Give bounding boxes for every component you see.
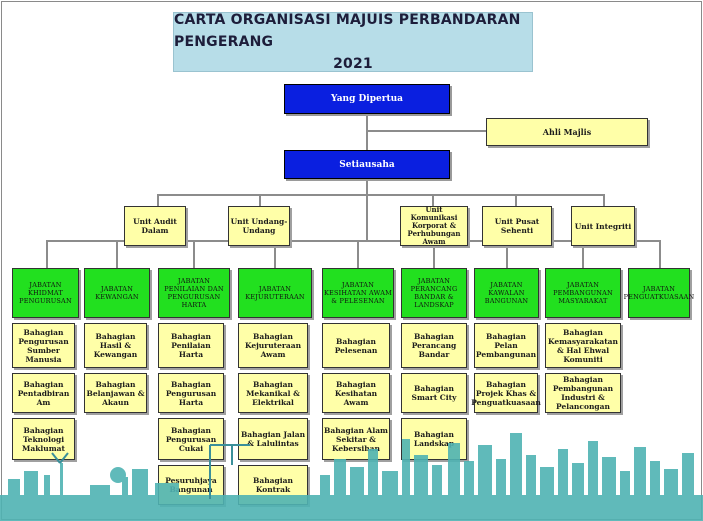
bahagian-label: Bahagian Penilaian Harta: [171, 332, 211, 359]
connector-line: [157, 194, 159, 206]
bahagian-box: Bahagian Kesihatan Awam: [322, 373, 390, 413]
jabatan-box: JABATAN KEJURUTERAAN: [238, 268, 312, 318]
connector-line: [46, 240, 661, 242]
connector-line: [515, 194, 517, 206]
connector-line: [274, 240, 276, 268]
bahagian-box: Bahagian Perancang Bandar: [401, 323, 467, 368]
bahagian-label: Bahagian Pelan Pembangunan: [475, 332, 537, 359]
bahagian-box: Bahagian Pentadbiran Am: [12, 373, 75, 413]
bahagian-box: Bahagian Projek Khas & Penguatkuasaan: [471, 373, 541, 413]
bahagian-label: Bahagian Kemasyarakatan & Hal Ehwal Komu…: [547, 327, 618, 364]
bahagian-label: Bahagian Alam Sekitar & Kebersihan: [324, 425, 388, 453]
jabatan-label: JABATAN PENGUATKUASAAN: [623, 285, 695, 301]
bahagian-box: Bahagian Teknologi Maklumat: [12, 418, 75, 460]
bahagian-box: Bahagian Pengurusan Cukai: [158, 418, 224, 460]
connector-line: [357, 240, 359, 268]
chart-title: CARTA ORGANISASI MAJUIS PERBANDARAN PENG…: [173, 12, 533, 72]
connector-line: [116, 240, 118, 268]
bahagian-label: Bahagian Teknologi Maklumat: [22, 425, 65, 453]
jabatan-box: JABATAN PENGUATKUASAAN: [624, 268, 694, 318]
connector-line: [582, 240, 584, 268]
jabatan-label: JABATAN KEJURUTERAAN: [245, 285, 305, 301]
bahagian-box: Bahagian Belanjawan & Akaun: [84, 373, 147, 413]
unit-label: Unit Undang-Undang: [230, 217, 288, 235]
jabatan-box: JABATAN PERANCANG BANDAR & LANDSKAP: [401, 268, 467, 318]
bahagian-label: Bahagian Jalan & Lalulintas: [240, 430, 306, 448]
title-line-2: 2021: [333, 56, 373, 72]
bahagian-label: Bahagian Pembangunan Industri & Pelancon…: [552, 375, 614, 411]
yang-dipertua-label: Yang Dipertua: [330, 94, 404, 104]
connector-line: [659, 240, 661, 268]
bahagian-box: Bahagian Smart City: [401, 373, 467, 413]
bahagian-box: Bahagian Pengurusan Harta: [158, 373, 224, 413]
jabatan-label: JABATAN KHIDMAT PENGURUSAN: [19, 281, 72, 305]
unit-box: Unit Audit Dalam: [124, 206, 186, 246]
bahagian-box: Bahagian Pengurusan Sumber Manusia: [12, 323, 75, 368]
bahagian-label: Pesuruhjaya Bangunan: [165, 476, 217, 494]
bahagian-label: Bahagian Pentadbiran Am: [17, 379, 70, 407]
jabatan-box: JABATAN KHIDMAT PENGURUSAN: [12, 268, 79, 318]
unit-label: Unit Audit Dalam: [133, 217, 177, 235]
jabatan-box: JABATAN KESIHATAN AWAM & PELESENAN: [322, 268, 394, 318]
jabatan-label: JABATAN PENILAIAN DAN PENGURUSAN HARTA: [164, 277, 224, 309]
unit-box: Unit Integriti: [571, 206, 635, 246]
skyline-illustration: [0, 433, 703, 521]
bahagian-label: Bahagian Perancang Bandar: [411, 332, 457, 359]
unit-label: Unit Pusat Sehenti: [494, 217, 540, 235]
bahagian-box: Bahagian Alam Sekitar & Kebersihan: [322, 418, 390, 460]
unit-box: Unit Komunikasi Korporat & Perhubungan A…: [400, 206, 468, 246]
yang-dipertua-box: Yang Dipertua: [284, 84, 450, 114]
jabatan-label: JABATAN KESIHATAN AWAM & PELESENAN: [324, 281, 392, 305]
bahagian-box: Bahagian Kejuruteraan Awam: [238, 323, 308, 368]
bahagian-label: Bahagian Kesihatan Awam: [334, 379, 378, 407]
bahagian-label: Bahagian Pelesenan: [334, 336, 378, 355]
connector-line: [433, 240, 435, 268]
connector-line: [259, 194, 261, 206]
unit-label: Unit Integriti: [574, 221, 632, 231]
bahagian-label: Bahagian Belanjawan & Akaun: [86, 379, 145, 407]
jabatan-box: JABATAN PENILAIAN DAN PENGURUSAN HARTA: [158, 268, 230, 318]
ahli-majlis-label: Ahli Majlis: [542, 126, 592, 137]
connector-line: [603, 194, 605, 206]
jabatan-box: JABATAN PEMBANGUNAN MASYARAKAT: [545, 268, 621, 318]
bahagian-box: Bahagian Hasil & Kewangan: [84, 323, 147, 368]
setiausaha-label: Setiausaha: [339, 159, 395, 170]
bahagian-box: Bahagian Pelesenan: [322, 323, 390, 368]
bahagian-box: Bahagian Pelan Pembangunan: [474, 323, 538, 368]
bahagian-box: Bahagian Jalan & Lalulintas: [238, 418, 308, 460]
bahagian-box: Bahagian Mekanikal & Elektrikal: [238, 373, 308, 413]
connector-line: [432, 194, 434, 206]
connector-line: [193, 240, 195, 268]
bahagian-box: Bahagian Kemasyarakatan & Hal Ehwal Komu…: [545, 323, 621, 368]
jabatan-box: JABATAN KEWANGAN: [84, 268, 150, 318]
jabatan-label: JABATAN PERANCANG BANDAR & LANDSKAP: [410, 277, 458, 309]
bahagian-label: Bahagian Pengurusan Harta: [165, 379, 217, 407]
connector-line: [506, 240, 508, 268]
jabatan-box: JABATAN KAWALAN BANGUNAN: [474, 268, 539, 318]
connector-line: [366, 177, 368, 241]
bahagian-label: Bahagian Smart City: [411, 384, 457, 402]
jabatan-label: JABATAN KEWANGAN: [95, 285, 139, 301]
bahagian-label: Bahagian Hasil & Kewangan: [93, 332, 138, 359]
bahagian-box: Bahagian Pembangunan Industri & Pelancon…: [545, 373, 621, 413]
connector-line: [157, 194, 605, 196]
bahagian-label: Bahagian Pengurusan Cukai: [165, 425, 217, 453]
jabatan-label: JABATAN PEMBANGUNAN MASYARAKAT: [553, 281, 613, 305]
bahagian-label: Bahagian Kontrak: [253, 476, 293, 494]
jabatan-label: JABATAN KAWALAN BANGUNAN: [484, 281, 529, 305]
connector-line: [46, 240, 48, 268]
bahagian-label: Bahagian Kejuruteraan Awam: [244, 332, 302, 359]
setiausaha-box: Setiausaha: [284, 150, 450, 179]
unit-box: Unit Pusat Sehenti: [482, 206, 552, 246]
title-line-1: CARTA ORGANISASI MAJUIS PERBANDARAN PENG…: [174, 12, 521, 50]
unit-box: Unit Undang-Undang: [228, 206, 290, 246]
bahagian-label: Bahagian Landskap: [413, 430, 455, 448]
bahagian-label: Bahagian Mekanikal & Elektrikal: [246, 379, 300, 407]
connector-line: [367, 130, 487, 132]
bahagian-box: Bahagian Penilaian Harta: [158, 323, 224, 368]
unit-label: Unit Komunikasi Korporat & Perhubungan A…: [407, 205, 461, 246]
bahagian-label: Bahagian Projek Khas & Penguatkuasaan: [471, 379, 541, 407]
ahli-majlis-box: Ahli Majlis: [486, 118, 648, 146]
bahagian-label: Bahagian Pengurusan Sumber Manusia: [18, 327, 69, 364]
